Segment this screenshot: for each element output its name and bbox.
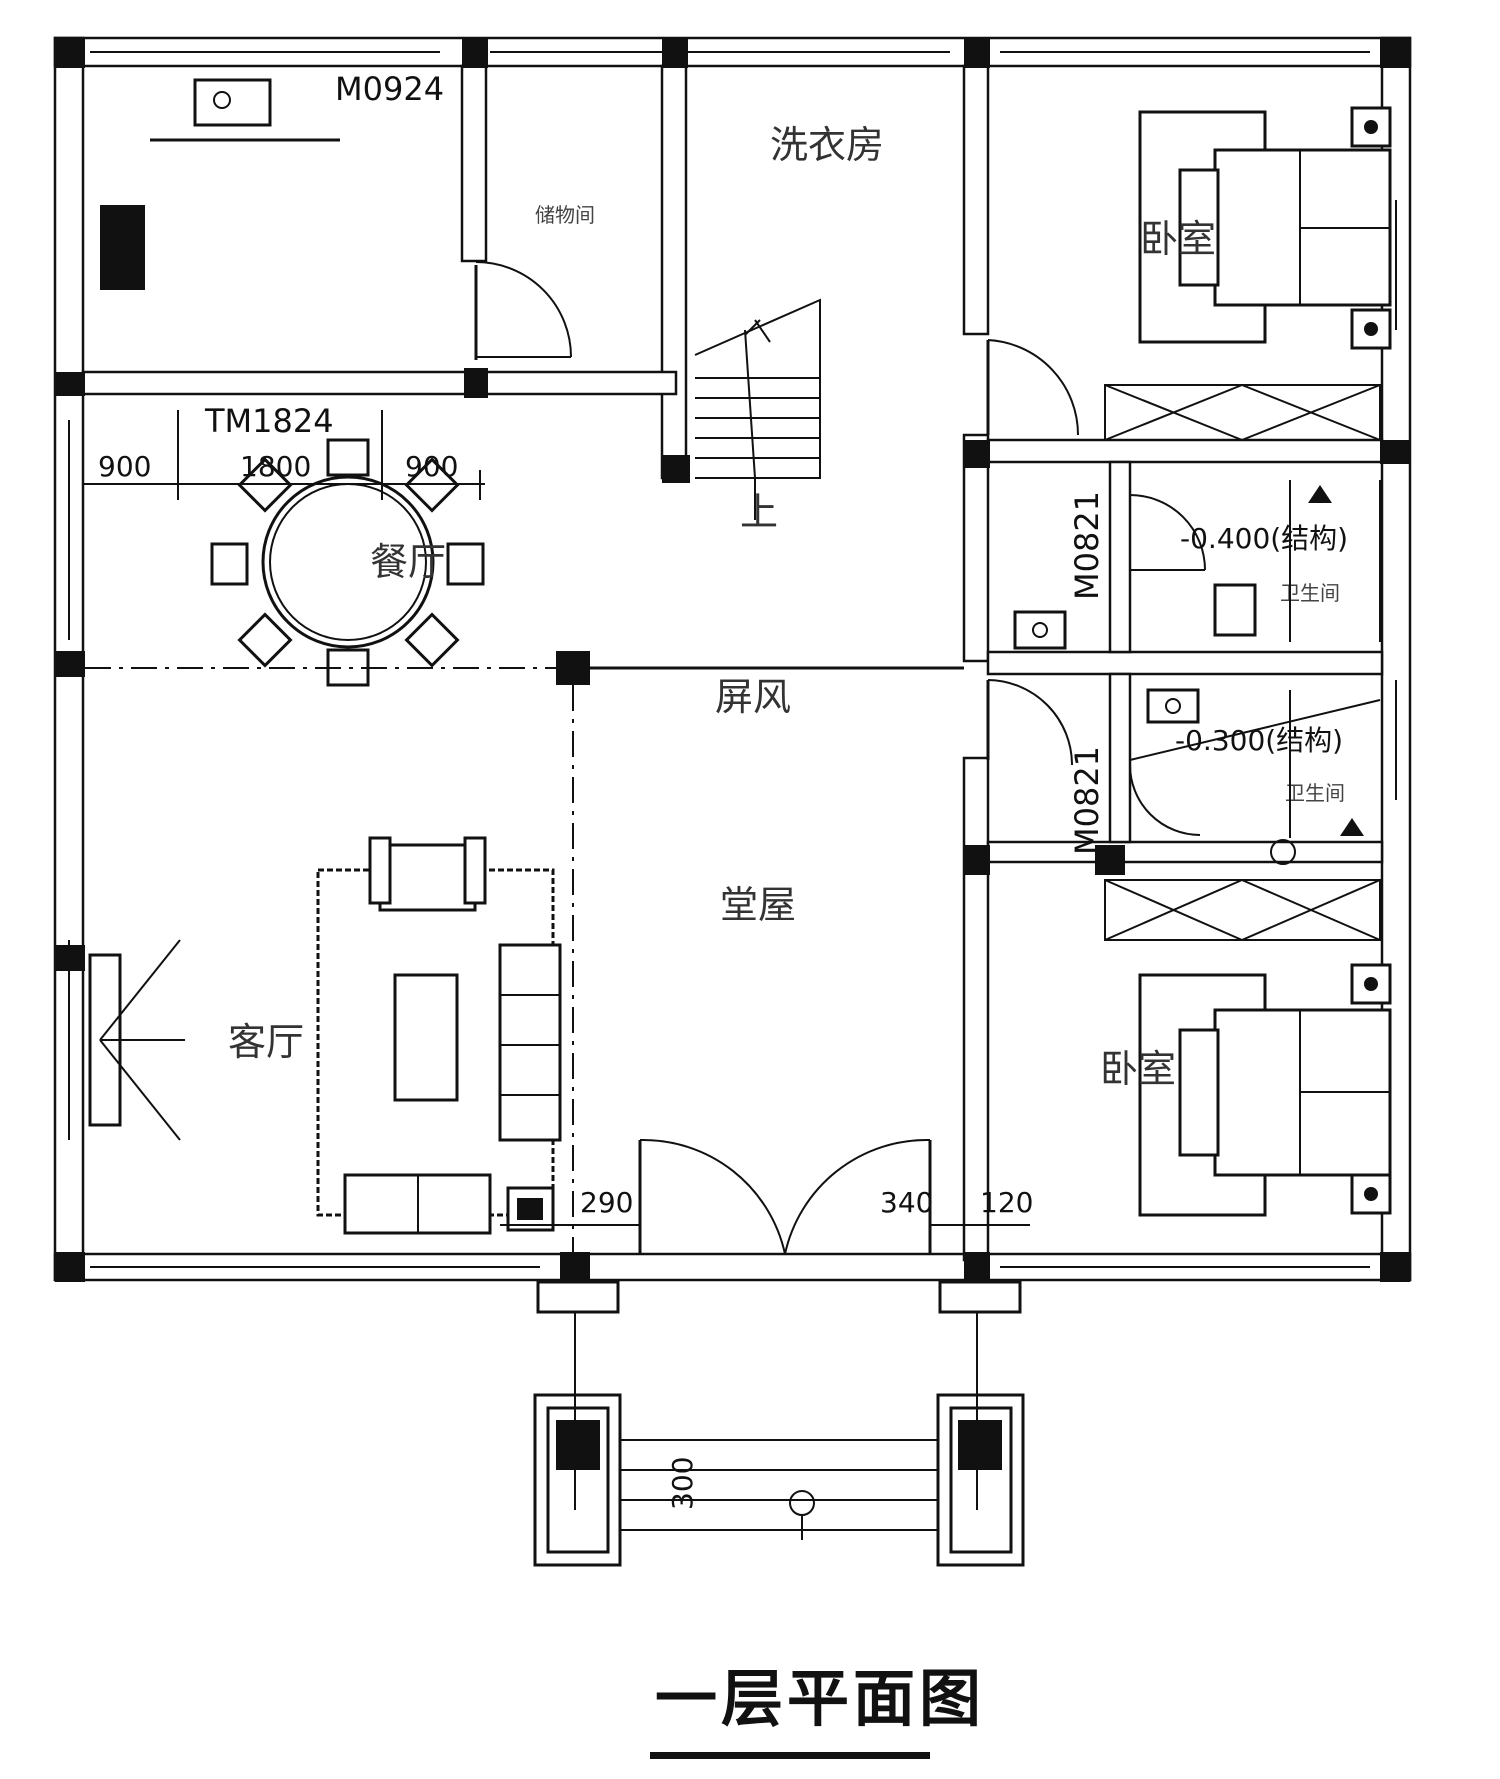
door-code-m0821-bottom: M0821 <box>1068 746 1106 855</box>
staircase-icon <box>694 298 821 520</box>
level-bath-top: -0.400(结构) <box>1180 522 1348 555</box>
tv-cabinet-icon <box>88 939 185 1141</box>
room-label-hall: 堂屋 <box>720 883 796 927</box>
entrance-double-door <box>638 1138 932 1255</box>
dim-900-right: 900 <box>405 450 458 483</box>
coffee-table-icon <box>393 973 459 1102</box>
interior-walls <box>81 64 1384 1262</box>
dim-step-300: 300 <box>666 1457 699 1510</box>
sofa-icon <box>498 943 562 1142</box>
bedroom-bottom: 卧室 <box>1100 879 1392 1217</box>
wardrobe <box>1104 879 1381 941</box>
stair-up-label: 上 <box>740 490 778 534</box>
dim-290: 290 <box>580 1186 633 1219</box>
dim-340: 340 <box>880 1186 933 1219</box>
main-hall: 屏风 堂屋 <box>638 675 932 1255</box>
dim-900-left: 900 <box>98 450 151 483</box>
bathroom-bottom: M0821 -0.300(结构) 卫生间 <box>1068 688 1381 865</box>
laundry-room: 洗衣房 上 <box>694 123 884 534</box>
washbasin-icon <box>1146 688 1200 724</box>
storage-room: 储物间 <box>474 203 595 360</box>
kitchen: M0924 <box>100 70 444 290</box>
columns <box>55 38 1410 1282</box>
steps-icon <box>620 1439 938 1540</box>
sink-icon <box>193 78 272 127</box>
door-swing-icon <box>475 261 572 358</box>
room-label-bath-bottom: 卫生间 <box>1285 781 1345 805</box>
door-code-tm1824: TM1824 <box>204 402 334 440</box>
dining-table-icon <box>210 438 485 687</box>
room-label-bedroom-top: 卧室 <box>1140 217 1216 261</box>
door-swing-icon <box>987 339 1080 436</box>
door-code-m0924: M0924 <box>335 70 444 108</box>
wardrobe <box>1104 384 1381 441</box>
room-label-living: 客厅 <box>228 1020 304 1064</box>
room-label-bedroom-bottom: 卧室 <box>1100 1047 1176 1091</box>
title-underline <box>650 1752 930 1759</box>
door-code-m0821-top: M0821 <box>1068 491 1106 600</box>
dim-120: 120 <box>980 1186 1033 1219</box>
dim-1800: 1800 <box>240 450 311 483</box>
room-label-storage: 储物间 <box>535 203 595 227</box>
door-swing-icon <box>987 679 1073 766</box>
stove-icon <box>100 205 145 290</box>
living-room: 客厅 <box>88 836 562 1235</box>
toilet-icon <box>1213 583 1257 637</box>
floor-drain-icon <box>1270 839 1296 865</box>
door-swing-icon <box>1129 764 1201 836</box>
room-label-dining: 餐厅 <box>370 540 446 584</box>
dining-room: 餐厅 TM1824 900 1800 900 <box>83 402 485 687</box>
bathroom-top: M0821 -0.400(结构) 卫生间 <box>1013 480 1381 650</box>
armchair-icon <box>378 843 477 912</box>
entrance-porch: 300 <box>533 1280 1025 1567</box>
front-dimensions: 290 340 120 <box>500 1186 1033 1226</box>
bedroom-bottom-door <box>986 679 1073 766</box>
room-label-screen: 屏风 <box>715 675 791 719</box>
room-label-laundry: 洗衣房 <box>770 123 884 167</box>
bedroom-top: 卧室 <box>986 106 1392 441</box>
drawing-title-block: 一层平面图 <box>650 1662 985 1759</box>
drawing-title: 一层平面图 <box>655 1662 985 1735</box>
door-swing-icon <box>1129 494 1206 571</box>
washbasin-icon <box>1013 610 1067 650</box>
